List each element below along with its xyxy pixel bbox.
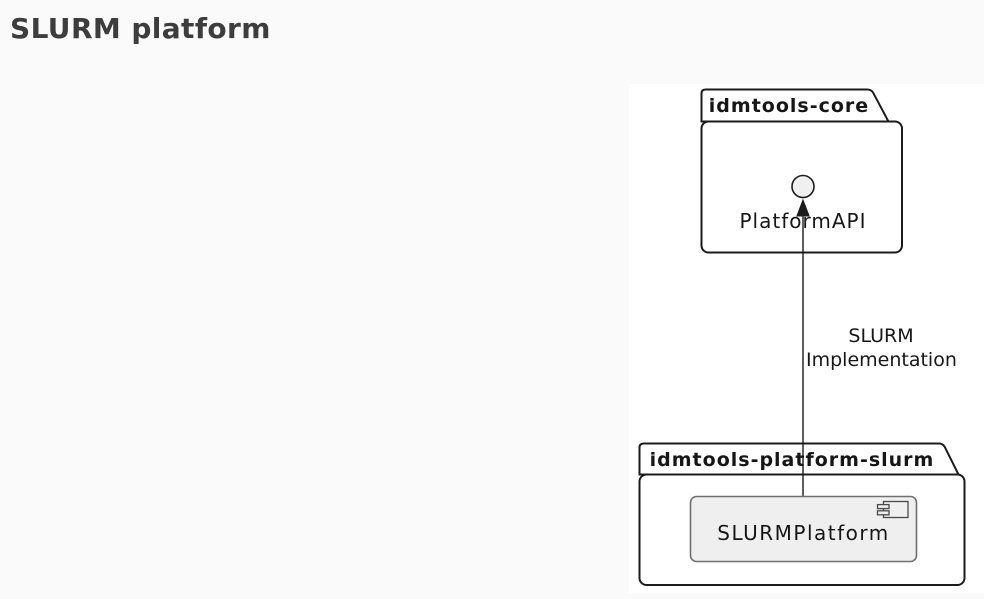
edge-label: SLURM Implementation (806, 324, 957, 372)
edge-label-line1: SLURM (848, 325, 914, 347)
interface-label: PlatformAPI (739, 209, 867, 233)
package-core-tab (700, 88, 891, 123)
package-core-label: idmtools-core (708, 95, 870, 117)
lollipop-circle-icon (791, 174, 815, 199)
edge-label-line2: Implementation (806, 349, 957, 371)
component-label: SLURMPlatform (717, 521, 890, 545)
component-slurmplatform-box (689, 495, 918, 563)
package-slurm-tab (638, 442, 961, 476)
page-title: SLURM platform (10, 12, 271, 45)
uml-component-icon (876, 500, 909, 519)
up-arrowhead-icon (796, 198, 810, 217)
package-slurm-label: idmtools-platform-slurm (649, 449, 935, 471)
